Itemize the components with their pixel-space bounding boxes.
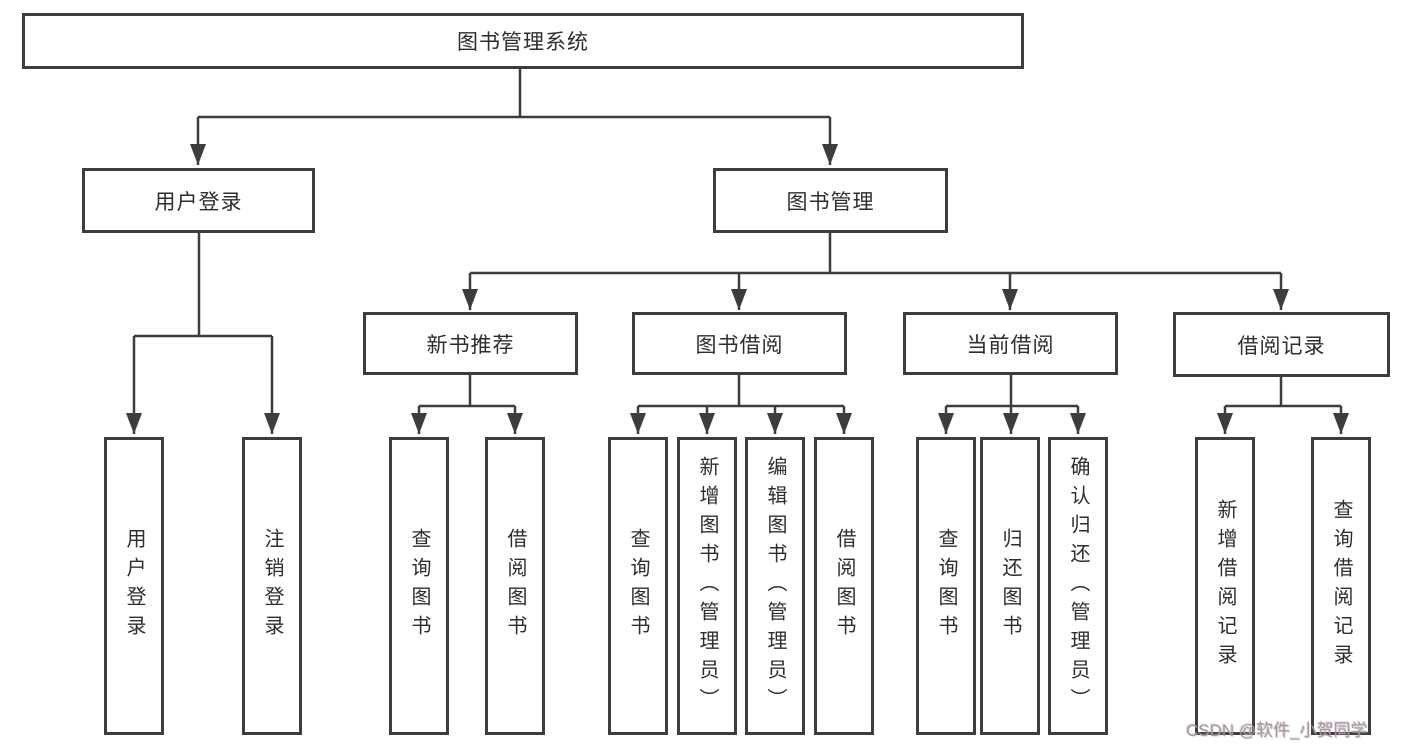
leaf-newrec-borrow-books: 借阅图书 bbox=[485, 437, 545, 735]
node-user-login: 用户登录 bbox=[82, 168, 315, 233]
node-book-borrowing: 图书借阅 bbox=[632, 312, 847, 375]
leaf-add-book-admin: 新增图书（管理员） bbox=[677, 437, 737, 735]
leaf-newrec-search-books: 查询图书 bbox=[389, 437, 449, 735]
csdn-watermark: CSDN @软件_小贺同学 bbox=[1186, 721, 1368, 740]
leaf-search-borrow-record: 查询借阅记录 bbox=[1311, 437, 1371, 735]
leaf-add-borrow-record: 新增借阅记录 bbox=[1195, 437, 1255, 735]
node-library-management-system: 图书管理系统 bbox=[22, 13, 1024, 69]
leaf-current-search-books: 查询图书 bbox=[916, 437, 976, 735]
node-book-management: 图书管理 bbox=[713, 168, 948, 233]
leaf-user-login: 用户登录 bbox=[104, 437, 164, 735]
node-new-book-recommendation: 新书推荐 bbox=[363, 312, 578, 375]
leaf-edit-book-admin: 编辑图书（管理员） bbox=[745, 437, 805, 735]
leaf-return-books: 归还图书 bbox=[980, 437, 1040, 735]
node-current-borrowing: 当前借阅 bbox=[903, 312, 1118, 375]
node-borrowing-records: 借阅记录 bbox=[1173, 312, 1390, 377]
leaf-confirm-return-admin: 确认归还（管理员） bbox=[1048, 437, 1108, 735]
leaf-borrowing-borrow-books: 借阅图书 bbox=[814, 437, 874, 735]
leaf-logout: 注销登录 bbox=[242, 437, 302, 735]
leaf-borrowing-search-books: 查询图书 bbox=[608, 437, 668, 735]
